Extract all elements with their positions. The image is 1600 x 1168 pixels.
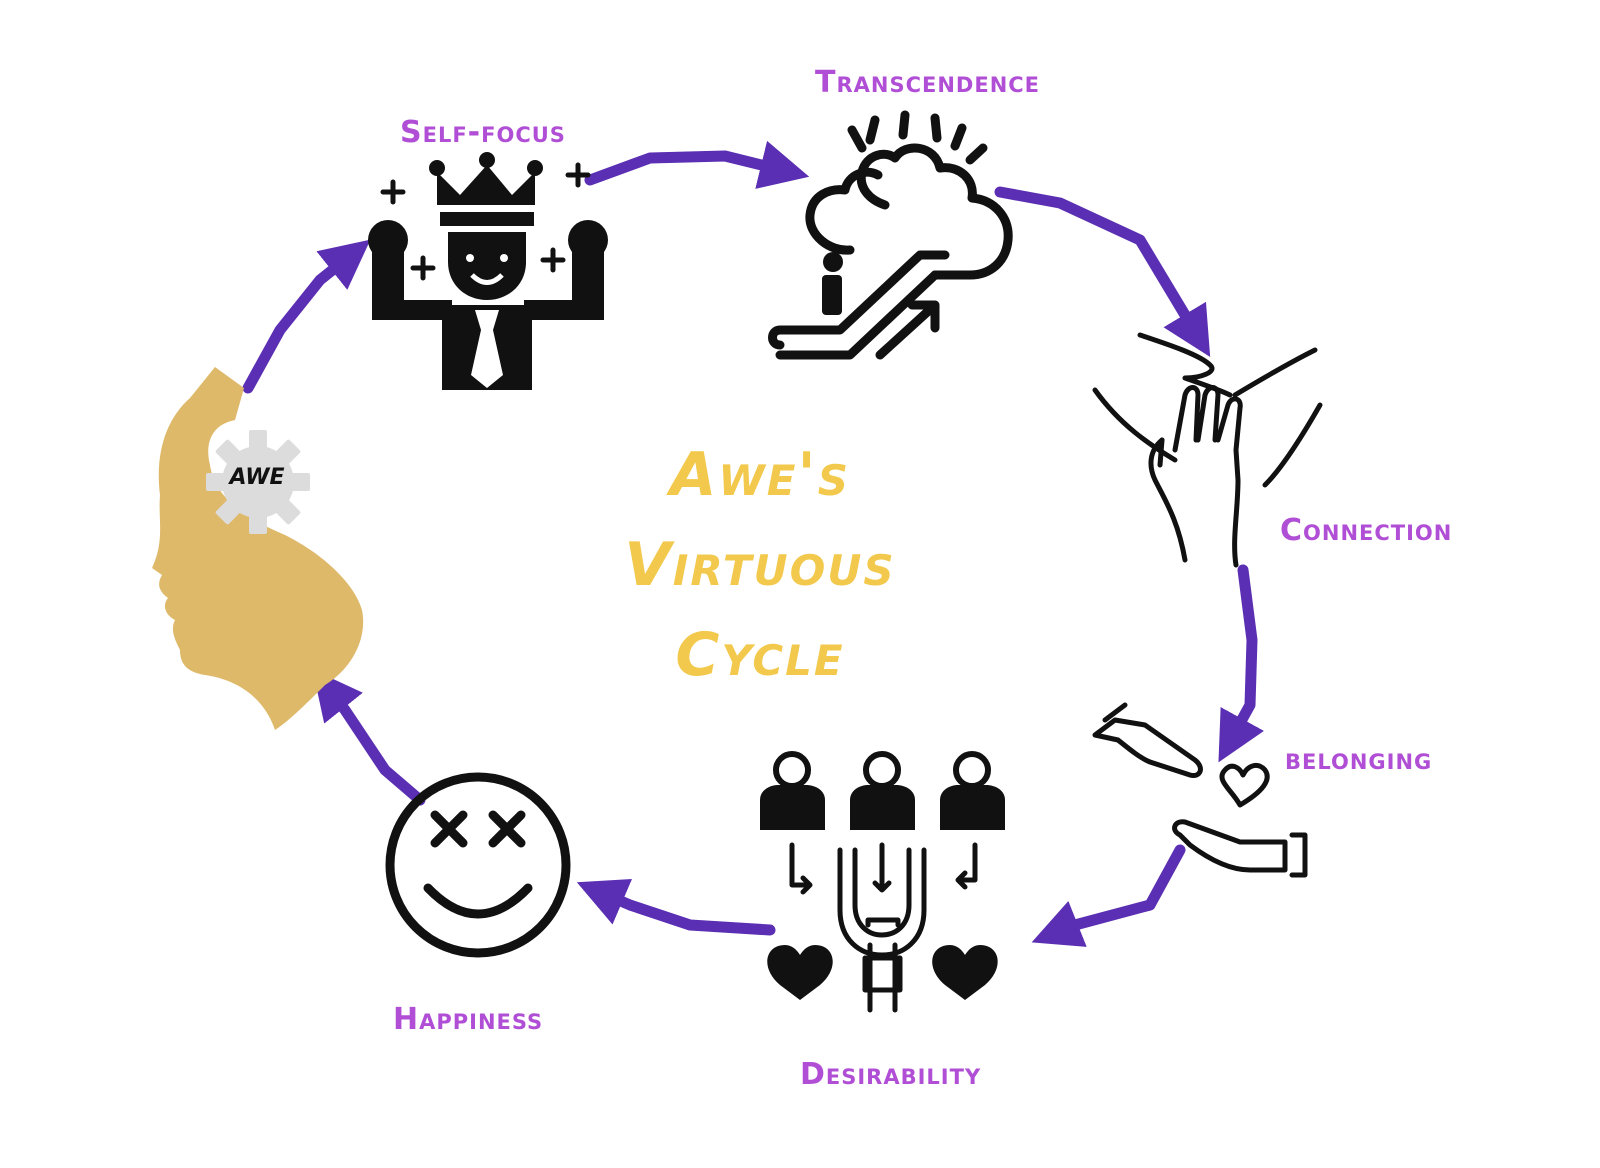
arrow-head-to-self-focus xyxy=(242,239,371,394)
arrow-happiness-to-head xyxy=(312,669,426,806)
escalator-person-icon xyxy=(822,252,843,315)
giving-heart-hands-icon xyxy=(1092,702,1308,878)
label-belonging: belonging xyxy=(1285,742,1433,777)
magnet-people-icon xyxy=(760,751,1005,1013)
arrow-self-focus-to-transcendence xyxy=(584,140,810,189)
awe-badge: AWE xyxy=(229,465,285,490)
dizzy-smiley-icon xyxy=(385,772,571,958)
head-silhouette-icon xyxy=(152,367,364,730)
cycle-arrows xyxy=(242,140,1264,947)
label-desirability: Desirability xyxy=(800,1057,982,1092)
holding-hands-icon xyxy=(1092,332,1323,568)
label-happiness: Happiness xyxy=(393,1002,544,1037)
title-line-2: Virtuous xyxy=(624,530,896,600)
label-transcendence: Transcendence xyxy=(815,65,1041,100)
arrow-desirability-to-happiness xyxy=(576,878,776,936)
gear-icon xyxy=(206,430,310,534)
label-self-focus: Self-focus xyxy=(400,115,566,150)
title-line-3: Cycle xyxy=(675,620,845,690)
title-line-1: Awe's xyxy=(669,440,851,510)
arrow-transcendence-to-connection xyxy=(994,186,1211,357)
arrow-connection-to-belonging xyxy=(1218,564,1264,763)
diagram-title: Awe's Virtuous Cycle xyxy=(560,430,960,700)
cloud-escalator-icon xyxy=(768,110,1013,360)
arrow-belonging-to-desirability xyxy=(1031,844,1186,947)
label-connection: Connection xyxy=(1280,513,1453,548)
king-crown-icon xyxy=(368,152,608,390)
